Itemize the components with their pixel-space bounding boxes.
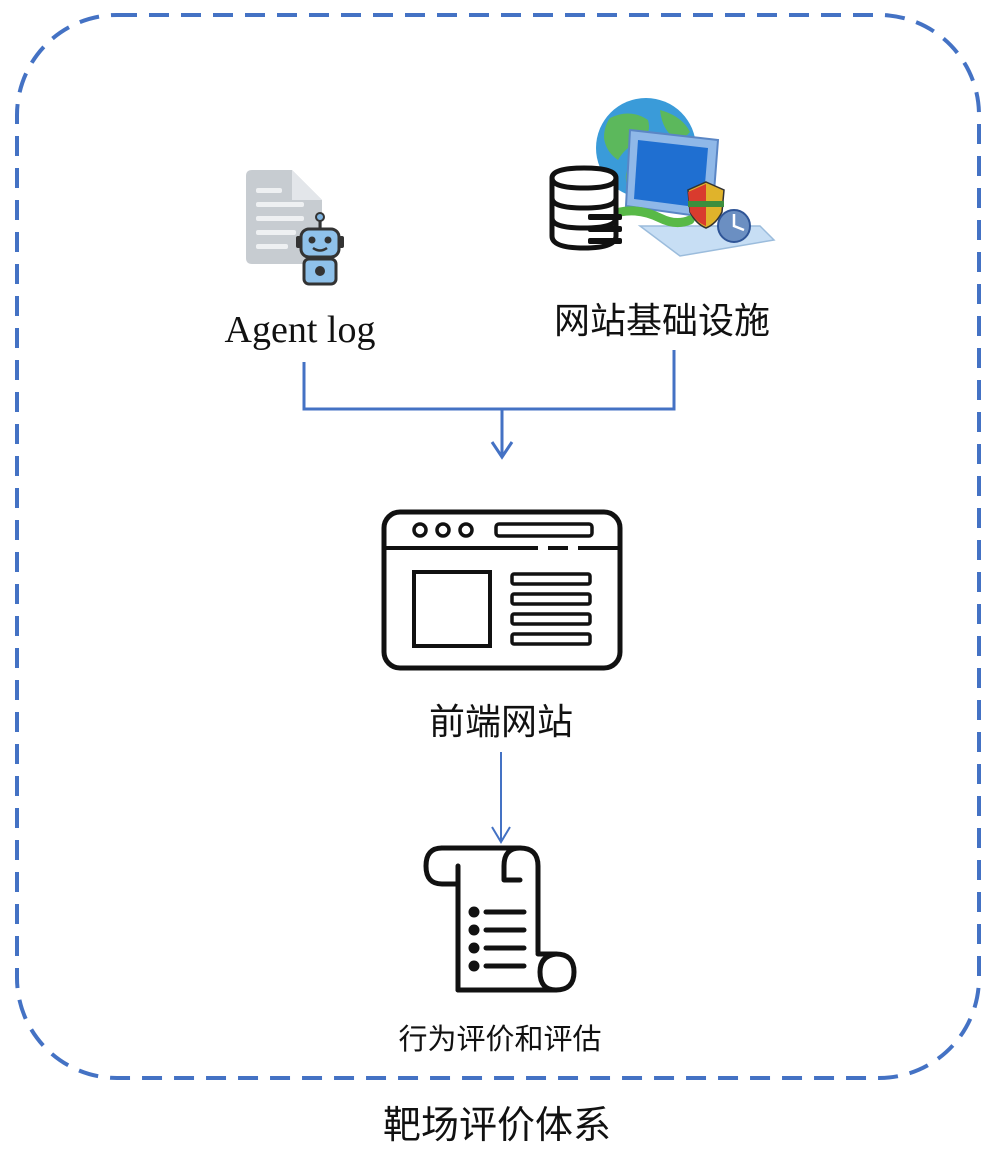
database-globe-monitor-icon	[549, 98, 776, 257]
document-robot-icon	[246, 170, 344, 286]
agent-log-label: Agent log	[225, 309, 376, 351]
infrastructure-label: 网站基础设施	[554, 301, 770, 342]
frontend-label: 前端网站	[429, 702, 573, 743]
container-border	[15, 13, 981, 1080]
evaluation-label: 行为评价和评估	[398, 1022, 601, 1056]
browser-window-icon	[381, 509, 623, 671]
merge-connector	[302, 350, 676, 460]
scroll-list-icon	[423, 845, 577, 993]
container-title: 靶场评价体系	[383, 1103, 611, 1147]
frontend-to-evaluation-arrow	[491, 752, 511, 844]
